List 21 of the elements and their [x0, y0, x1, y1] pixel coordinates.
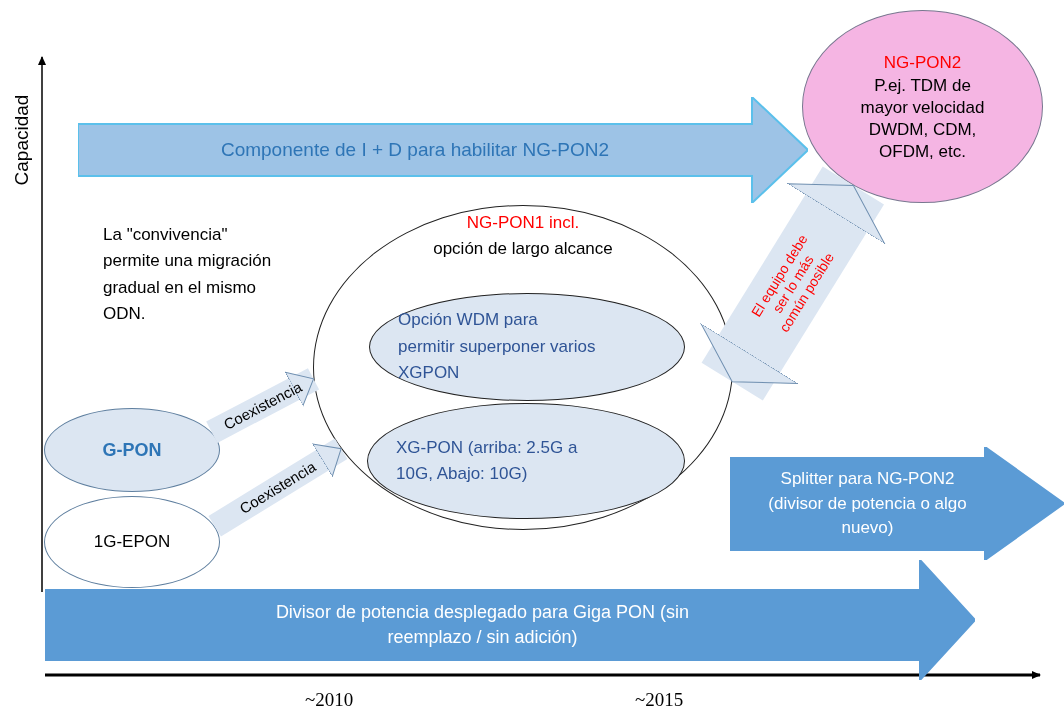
arrow-label: Divisor de potencia desplegado para Giga PON (sin reemplazo / sin adición): [274, 600, 691, 649]
node-text: XG-PON (arriba: 2.5G a 10G, Abajo: 10G): [396, 436, 579, 485]
arrow-label: Componente de I + D para habilitar NG-PON2: [220, 137, 610, 162]
node-text: G-PON: [102, 438, 162, 462]
note-text: La "convivencia" permite una migración gradual en el mismo ODN.: [103, 224, 273, 326]
node-text: Opción WDM para permitir superponer varios XGPON: [398, 309, 597, 385]
arrow-label: Splitter para NG-PON2 (divisor de potencia o algo nuevo): [767, 468, 968, 540]
node-text: P.ej. TDM de mayor velocidad DWDM, CDM, OFDM, etc.: [860, 75, 985, 164]
block-arrow: [730, 447, 1064, 560]
arrow: [208, 438, 348, 537]
double-arrow: [700, 166, 886, 401]
axis-label: Capacidad: [9, 94, 33, 186]
axis-tick-label: ~2010: [305, 688, 354, 712]
block-arrow: [45, 560, 975, 680]
arrow: [206, 368, 320, 443]
node-text: 1G-EPON: [93, 531, 171, 554]
axis-tick-label: ~2015: [635, 688, 684, 712]
block-arrow: [78, 97, 808, 203]
node-title: NG-PON2: [883, 51, 962, 74]
node-text: opción de largo alcance: [433, 237, 613, 260]
node-title: NG-PON1 incl.: [466, 212, 580, 234]
